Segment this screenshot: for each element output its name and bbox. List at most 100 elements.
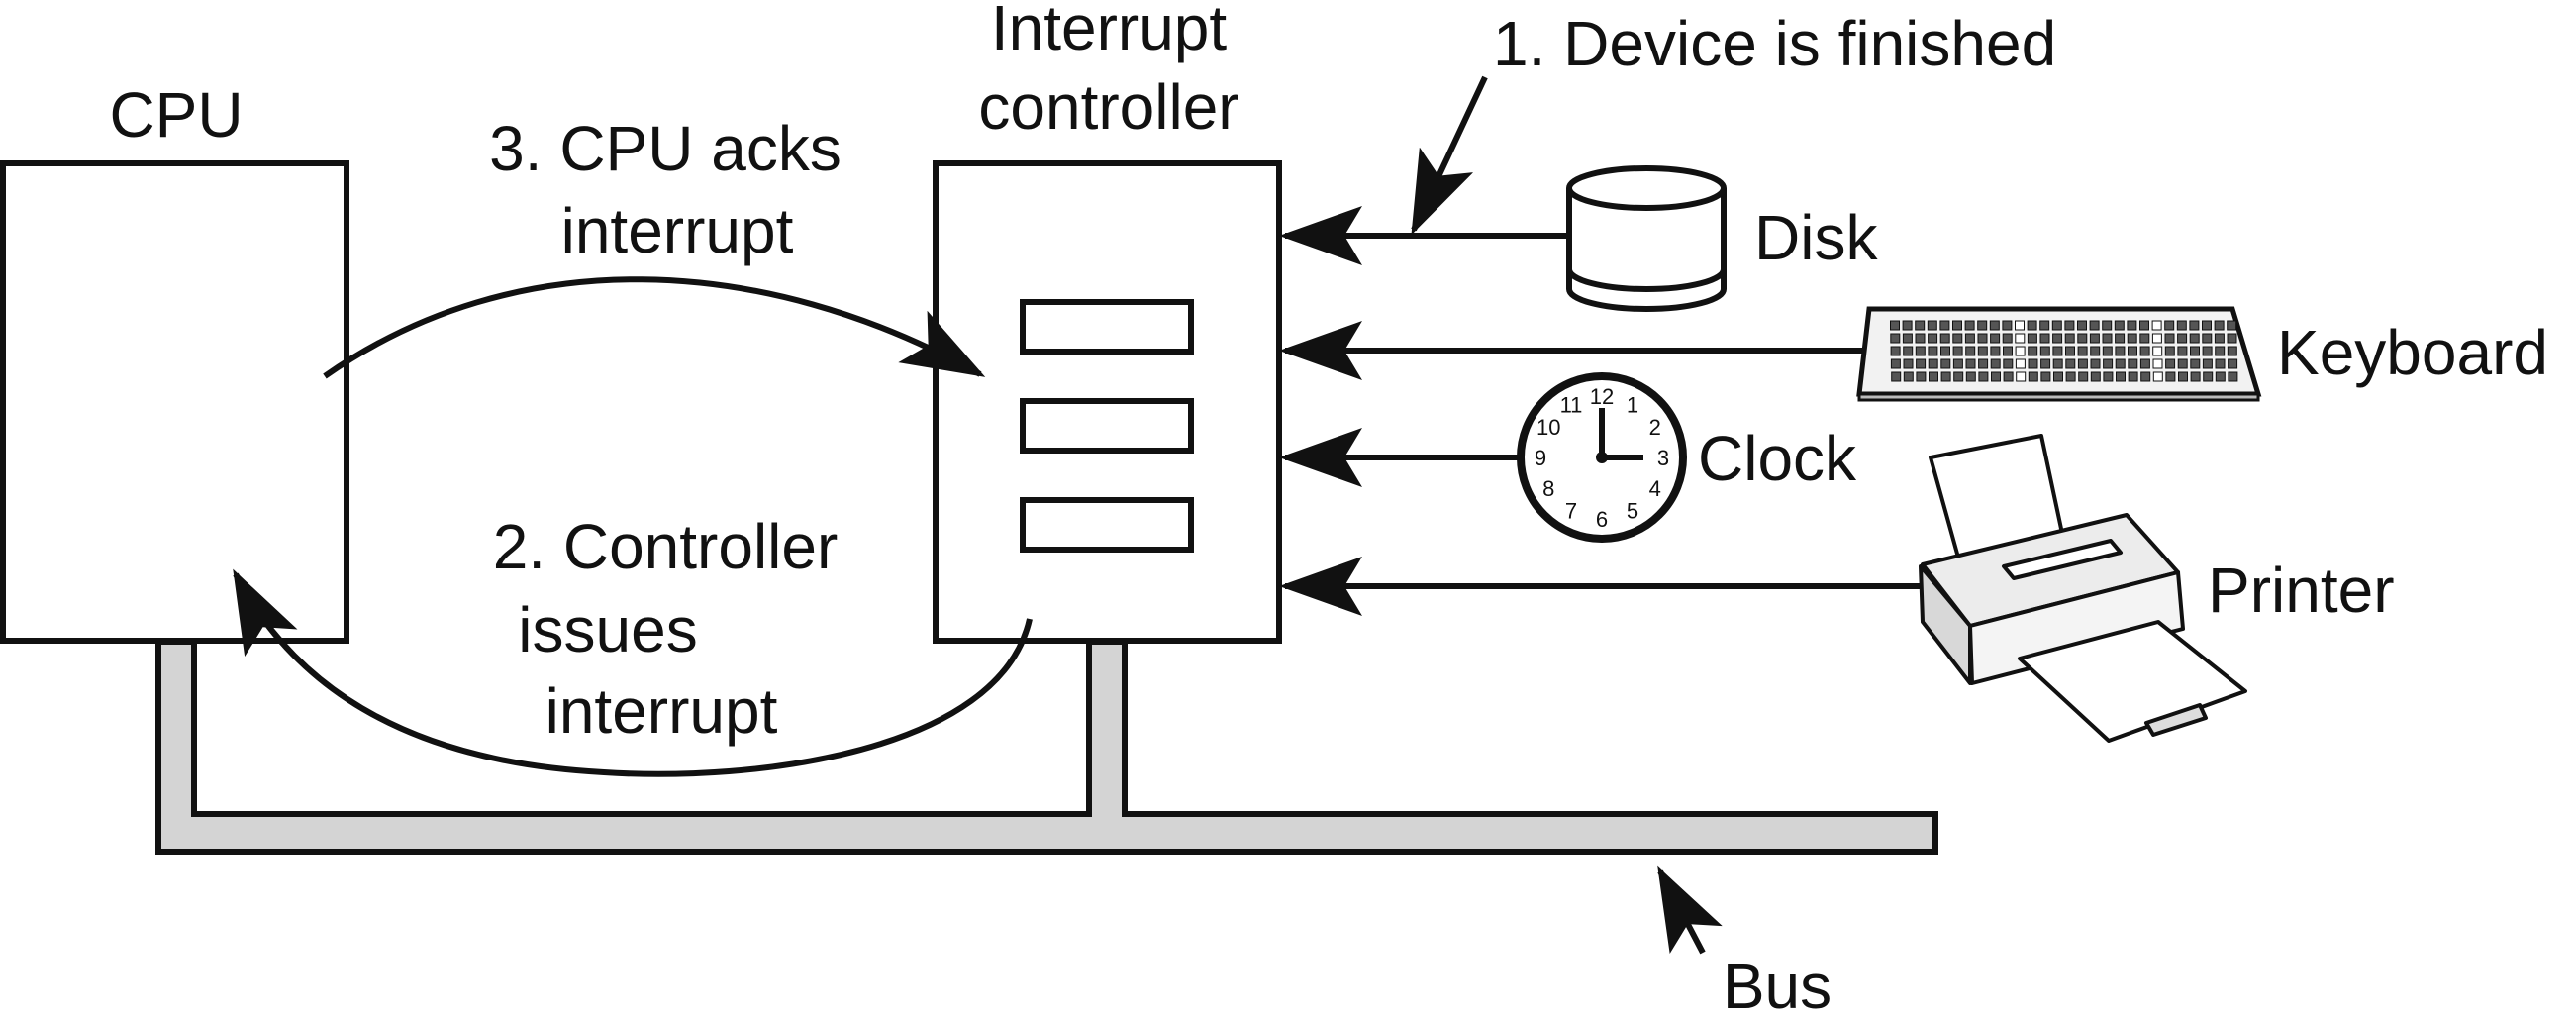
keyboard-key	[1927, 320, 1937, 331]
keyboard-key	[2190, 358, 2201, 369]
keyboard-key	[2115, 346, 2126, 356]
keyboard-key	[2028, 346, 2038, 356]
cpu-box	[0, 160, 349, 644]
keyboard-key	[2227, 333, 2237, 344]
clock-numeral: 6	[1596, 507, 1608, 532]
keyboard-key	[2140, 371, 2151, 382]
printer-label: Printer	[2208, 555, 2395, 626]
keyboard-key	[1890, 358, 1901, 369]
keyboard-key	[2077, 320, 2087, 331]
step3-label-line2: interrupt	[561, 195, 794, 266]
cpu-acks-arrow	[323, 276, 986, 379]
keyboard-key	[1916, 358, 1927, 369]
clock-numeral: 9	[1535, 446, 1546, 470]
cpu-label: CPU	[109, 79, 243, 151]
bus	[155, 639, 1938, 855]
keyboard-key	[2102, 346, 2113, 356]
keyboard-key	[2051, 320, 2062, 331]
keyboard-key	[1964, 333, 1975, 344]
keyboard-key	[2115, 358, 2126, 369]
keyboard-key	[1939, 333, 1950, 344]
keyboard-key	[2039, 333, 2050, 344]
keyboard-key	[1990, 358, 2001, 369]
keyboard-key	[2165, 358, 2176, 369]
clock-numeral: 8	[1542, 476, 1554, 501]
disk-icon	[1566, 165, 1727, 312]
keyboard-key	[2003, 346, 2013, 356]
keyboard-key	[2178, 371, 2188, 382]
clock-numeral: 7	[1565, 499, 1577, 524]
keyboard-key	[2228, 371, 2238, 382]
keyboard-key	[2028, 358, 2038, 369]
disk-label: Disk	[1754, 202, 1878, 273]
keyboard-key	[2214, 333, 2225, 344]
keyboard-key	[2090, 371, 2101, 382]
keyboard-key	[1939, 320, 1950, 331]
keyboard-key	[2040, 371, 2051, 382]
keyboard-key	[2190, 346, 2200, 356]
keyboard-key	[2065, 346, 2075, 356]
step2-label-line2: issues	[518, 594, 697, 665]
keyboard-key	[1952, 320, 1962, 331]
keyboard-key	[1952, 358, 1963, 369]
clock-numeral: 4	[1649, 476, 1661, 501]
keyboard-key	[2039, 346, 2050, 356]
clock-numeral: 3	[1657, 446, 1669, 470]
device-finished-arrow	[1411, 75, 1488, 236]
keyboard-key	[2077, 346, 2088, 356]
clock-numeral: 11	[1560, 392, 1583, 417]
keyboard-icon	[1856, 306, 2262, 402]
keyboard-key	[2189, 333, 2200, 344]
keyboard-key	[1902, 333, 1913, 344]
controller-label-line2: controller	[978, 71, 1238, 143]
keyboard-key	[1915, 346, 1926, 356]
keyboard-key	[2052, 358, 2063, 369]
keyboard-key	[2077, 358, 2088, 369]
step1-label: 1. Device is finished	[1493, 8, 2056, 79]
keyboard-key	[2090, 358, 2101, 369]
keyboard-key	[2139, 333, 2150, 344]
keyboard-key	[2139, 358, 2150, 369]
keyboard-key	[1990, 333, 2001, 344]
keyboard-key	[2127, 320, 2137, 331]
keyboard-key	[2003, 371, 2014, 382]
keyboard-key	[2202, 333, 2213, 344]
keyboard-key	[1977, 333, 1988, 344]
keyboard-key	[2027, 333, 2037, 344]
keyboard-key	[2164, 320, 2175, 331]
keyboard-key	[2139, 320, 2149, 331]
keyboard-key	[2177, 333, 2188, 344]
keyboard-key	[2039, 320, 2050, 331]
controller-label-line1: Interrupt	[991, 0, 1228, 63]
keyboard-key	[1903, 346, 1914, 356]
keyboard-key	[2139, 346, 2150, 356]
keyboard-key	[2064, 333, 2075, 344]
keyboard-key	[2052, 346, 2063, 356]
keyboard-key	[2089, 320, 2100, 331]
keyboard-key	[1928, 346, 1938, 356]
keyboard-key	[2064, 320, 2075, 331]
keyboard-key	[2028, 371, 2038, 382]
keyboard-key	[1989, 320, 2000, 331]
clock-label: Clock	[1698, 423, 1857, 494]
keyboard-key	[1890, 346, 1901, 356]
keyboard-key	[2128, 358, 2138, 369]
bus-pointer-arrow	[1657, 865, 1723, 955]
clock-numeral: 10	[1536, 415, 1560, 440]
keyboard-key	[2165, 371, 2176, 382]
keyboard-key	[2103, 371, 2114, 382]
keyboard-key	[2127, 333, 2137, 344]
keyboard-key	[2152, 371, 2163, 382]
keyboard-key	[2040, 358, 2051, 369]
keyboard-key	[2227, 320, 2237, 331]
keyboard-key	[2103, 358, 2114, 369]
keyboard-key	[2090, 346, 2101, 356]
bus-label: Bus	[1723, 951, 1832, 1014]
controller-register-1	[1020, 299, 1194, 355]
keyboard-key	[2078, 371, 2089, 382]
keyboard-key	[2002, 320, 2013, 331]
keyboard-key	[2228, 358, 2238, 369]
keyboard-label: Keyboard	[2277, 317, 2548, 388]
keyboard-key	[2116, 371, 2126, 382]
